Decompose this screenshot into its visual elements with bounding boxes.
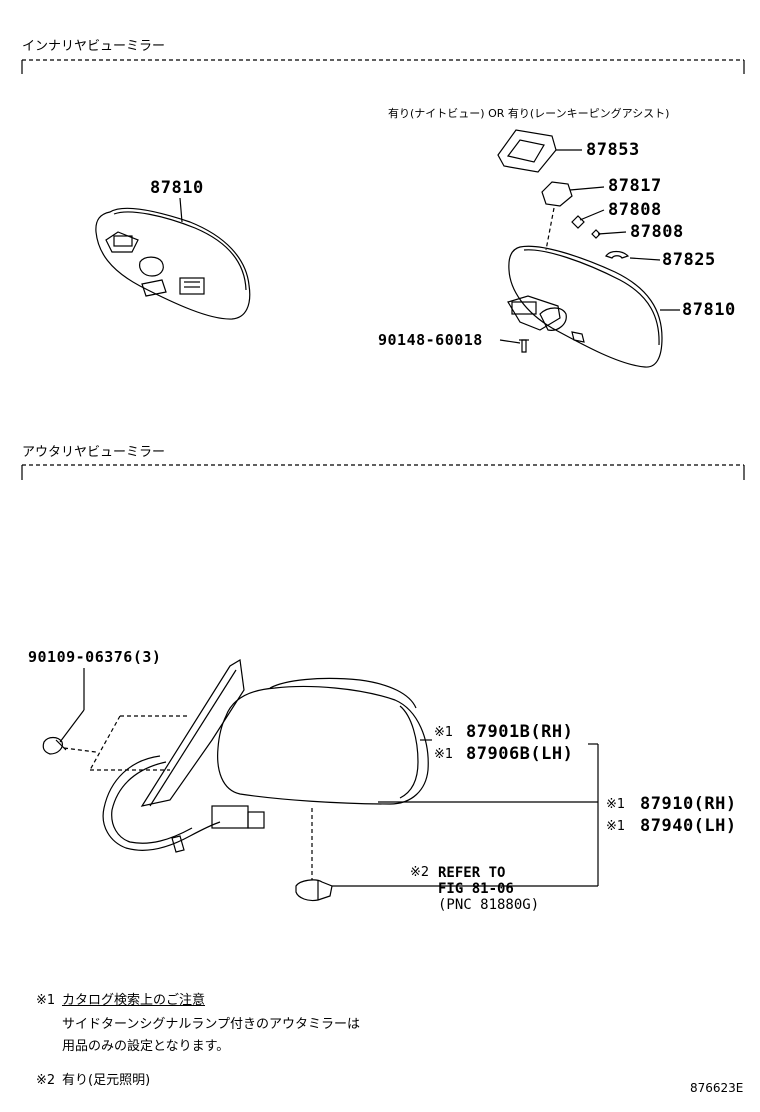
mark-2-refer: ※2 — [410, 865, 430, 880]
part-label-87810-right[interactable]: 87810 — [682, 300, 736, 320]
part-label-87910-rh[interactable]: 87910(RH) — [640, 794, 737, 814]
outer-mirror-drawing — [42, 659, 429, 902]
part-label-90148-60018[interactable]: 90148-60018 — [378, 331, 483, 349]
mark-1-assy-lh: ※1 — [606, 819, 626, 834]
note-1-line-2: 用品のみの設定となります。 — [62, 1039, 230, 1054]
part-label-90109-06376[interactable]: 90109-06376(3) — [28, 648, 162, 666]
refer-to-line-3[interactable]: (PNC 81880G) — [438, 897, 540, 913]
inner-section-bracket-ends — [21, 60, 745, 74]
outer-section-title: アウタリヤビューミラー — [22, 445, 166, 460]
part-label-87906b-lh[interactable]: 87906B(LH) — [466, 744, 574, 764]
part-label-87825[interactable]: 87825 — [662, 250, 716, 270]
note-1-mark: ※1 — [36, 993, 56, 1008]
part-label-87817[interactable]: 87817 — [608, 176, 662, 196]
part-label-87901b-rh[interactable]: 87901B(RH) — [466, 722, 574, 742]
inner-section-title: インナリヤビューミラー — [22, 39, 166, 54]
part-label-87808-a[interactable]: 87808 — [608, 200, 662, 220]
mark-1-rh: ※1 — [434, 725, 454, 740]
part-label-87810-left[interactable]: 87810 — [150, 178, 204, 198]
mark-1-assy-rh: ※1 — [606, 797, 626, 812]
refer-to-line-2[interactable]: FIG 81-06 — [438, 881, 514, 897]
mark-1-lh: ※1 — [434, 747, 454, 762]
note-1-title: カタログ検索上のご注意 — [62, 993, 206, 1008]
part-label-87808-b[interactable]: 87808 — [630, 222, 684, 242]
inner-mirror-left-drawing — [95, 197, 251, 320]
part-label-87853[interactable]: 87853 — [586, 140, 640, 160]
inner-mirror-right-drawing — [497, 129, 663, 368]
outer-section-bracket-ends — [21, 465, 745, 480]
note-2-text: 有り(足元照明) — [62, 1073, 151, 1088]
inner-leader-lines — [499, 149, 680, 344]
outer-leader-lines — [59, 668, 599, 887]
note-2-mark: ※2 — [36, 1073, 56, 1088]
note-1-line-1: サイドターンシグナルランプ付きのアウタミラーは — [62, 1017, 360, 1032]
part-label-87940-lh[interactable]: 87940(LH) — [640, 816, 737, 836]
condition-note: 有り(ナイトビュー) OR 有り(レーンキーピングアシスト) — [388, 107, 670, 120]
refer-to-line-1[interactable]: REFER TO — [438, 865, 506, 881]
figure-id: 876623E — [690, 1081, 744, 1095]
